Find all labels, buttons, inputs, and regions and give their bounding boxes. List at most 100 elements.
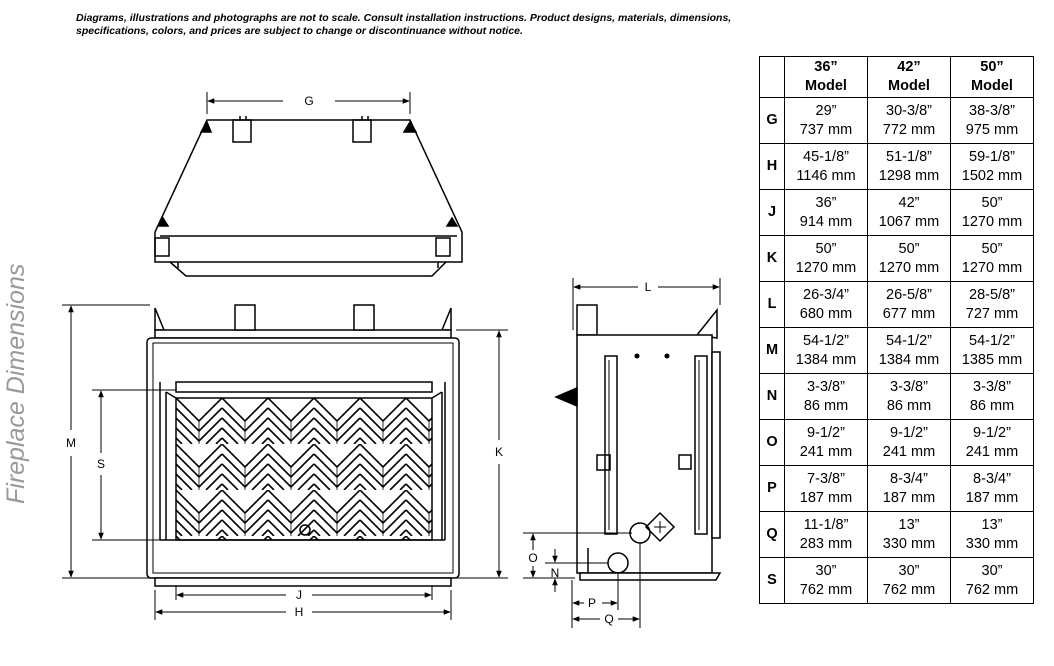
dimension-mm: 1502 mm [961, 167, 1023, 184]
dimension-mm: 727 mm [965, 305, 1019, 322]
label-q: Q [604, 612, 613, 626]
dimension-inches: 50” [815, 240, 837, 257]
dimension-mm: 1385 mm [961, 351, 1023, 368]
dimension-cell: 8-3/4” 187 mm [950, 465, 1034, 512]
header-42-model: 42”Model [867, 56, 951, 98]
dimension-cell: 30”762 mm [950, 557, 1034, 604]
table-row: J 36” 914 mm 42” 1067 mm 50” 1270 mm [759, 189, 1034, 236]
dimension-mm: 914 mm [799, 213, 853, 230]
dimension-mm: 1067 mm [878, 213, 940, 230]
dimension-inches: 11-1/8” [803, 516, 849, 533]
dimension-mm: 241 mm [965, 443, 1019, 460]
dimension-cell: 50”1270 mm [950, 235, 1034, 282]
dimension-cell: 8-3/4”187 mm [867, 465, 951, 512]
dimension-inches: 30-3/8” [886, 102, 932, 119]
front-view [146, 304, 460, 587]
dimension-inches: 9-1/2” [890, 424, 928, 441]
dimension-inches: 7-3/8” [807, 470, 845, 487]
dimension-mm: 86 mm [886, 397, 932, 414]
dimension-mm: 187 mm [882, 489, 936, 506]
dimension-inches: 54-1/2” [969, 332, 1015, 349]
dimension-q: Q [572, 612, 640, 626]
label-l: L [645, 280, 652, 294]
dimension-inches: 3-3/8” [890, 378, 928, 395]
dimension-mm: 1270 mm [961, 213, 1023, 230]
header-50-model: 50”Model [950, 56, 1034, 98]
dimension-inches: 28-5/8” [969, 286, 1015, 303]
dimension-cell: 59-1/8” 1502 mm [950, 143, 1034, 190]
dimension-inches: 50” [898, 240, 920, 257]
row-label: K [759, 235, 785, 282]
dimension-inches: 36” [815, 194, 837, 211]
dimension-inches: 8-3/4” [973, 470, 1011, 487]
dimension-cell: 50” 1270 mm [867, 235, 951, 282]
label-o: O [528, 551, 537, 565]
dimension-inches: 30” [815, 562, 837, 579]
dimension-inches: 42” [898, 194, 920, 211]
dimension-cell: 26-5/8”677 mm [867, 281, 951, 328]
label-s: S [97, 457, 105, 471]
dimension-inches: 50” [981, 194, 1003, 211]
dimension-inches: 30” [981, 562, 1003, 579]
dimension-mm: 1298 mm [878, 167, 940, 184]
dimension-inches: 13” [981, 516, 1003, 533]
row-label: M [759, 327, 785, 374]
dimension-mm: 187 mm [965, 489, 1019, 506]
dimension-inches: 29” [815, 102, 837, 119]
dimension-mm: 1384 mm [795, 351, 857, 368]
dimension-cell: 38-3/8”975 mm [950, 97, 1034, 144]
dimension-cell: 26-3/4”680 mm [784, 281, 868, 328]
fireplace-diagram: G M S K [62, 92, 722, 628]
dimension-p: P [571, 543, 641, 628]
dimension-cell: 3-3/8” 86 mm [867, 373, 951, 420]
dimension-mm: 86 mm [969, 397, 1015, 414]
dimension-cell: 30”762 mm [784, 557, 868, 604]
dimension-mm: 1384 mm [878, 351, 940, 368]
label-h: H [295, 605, 304, 619]
dimension-cell: 54-1/2”1384 mm [784, 327, 868, 374]
dimension-inches: 3-3/8” [807, 378, 845, 395]
dimension-cell: 50” 1270 mm [950, 189, 1034, 236]
dimension-mm: 1270 mm [878, 259, 940, 276]
dimension-h: H [154, 590, 452, 620]
table-corner-cell [759, 56, 785, 98]
dimension-mm: 330 mm [882, 535, 936, 552]
dimension-cell: 11-1/8” 283 mm [784, 511, 868, 558]
disclaimer-text: Diagrams, illustrations and photographs … [76, 12, 756, 38]
dimension-mm: 283 mm [799, 535, 853, 552]
dimension-cell: 9-1/2” 241 mm [950, 419, 1034, 466]
disclaimer-line-2: specifications, colors, and prices are s… [76, 25, 523, 37]
dimension-inches: 45-1/8” [803, 148, 849, 165]
dimension-inches: 26-3/4” [803, 286, 849, 303]
label-m: M [66, 436, 76, 450]
row-label: J [759, 189, 785, 236]
dimension-cell: 7-3/8”187 mm [784, 465, 868, 512]
dimension-s: S [92, 389, 176, 541]
row-label: Q [759, 511, 785, 558]
dimension-mm: 762 mm [882, 581, 936, 598]
dimension-cell: 9-1/2”241 mm [784, 419, 868, 466]
dimension-cell: 29” 737 mm [784, 97, 868, 144]
dimension-inches: 3-3/8” [973, 378, 1011, 395]
table-header-row: 36”Model 42”Model 50”Model [759, 56, 1034, 98]
dimension-mm: 1146 mm [796, 167, 856, 184]
dimension-inches: 59-1/8” [969, 148, 1015, 165]
dimension-mm: 1270 mm [961, 259, 1023, 276]
dimension-cell: 50” 1270 mm [784, 235, 868, 282]
dimension-mm: 86 mm [803, 397, 849, 414]
dimension-n: N [545, 549, 608, 592]
dimension-mm: 1270 mm [795, 259, 857, 276]
row-label: H [759, 143, 785, 190]
dimension-inches: 9-1/2” [973, 424, 1011, 441]
dimension-mm: 737 mm [799, 121, 853, 138]
dimension-inches: 26-5/8” [886, 286, 932, 303]
